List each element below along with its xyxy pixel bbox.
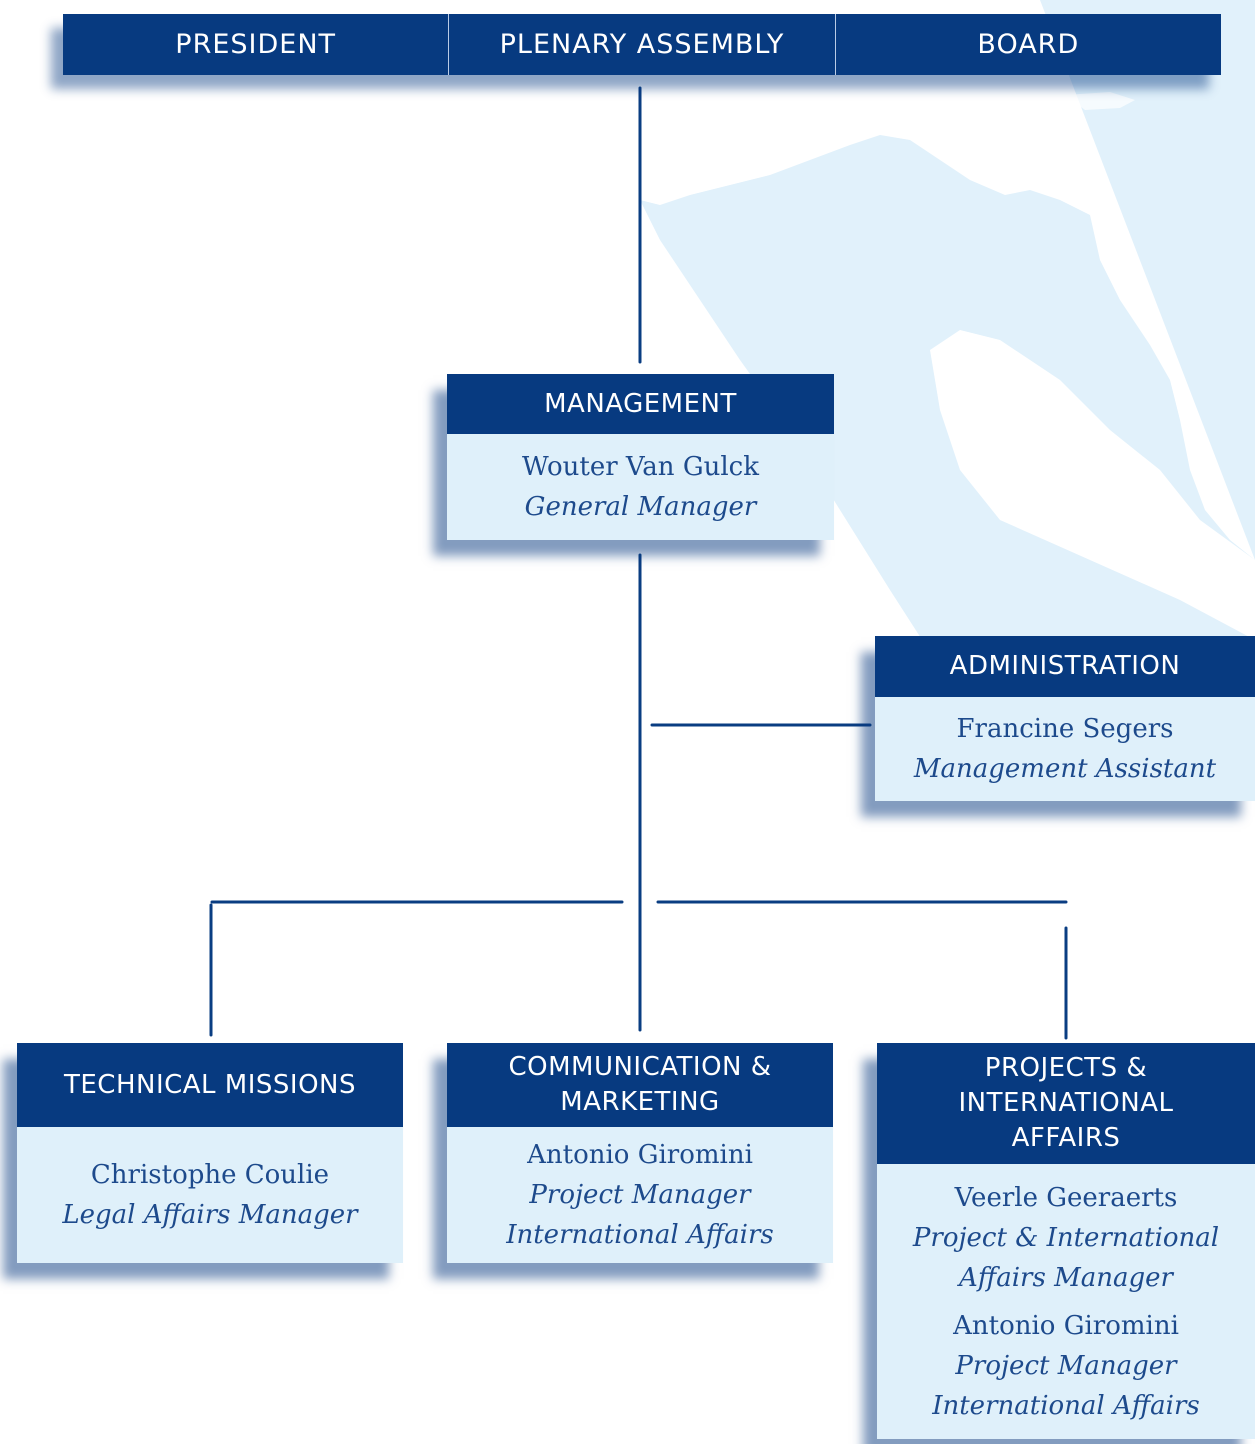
communication-marketing-box: COMMUNICATION & MARKETING Antonio Giromi… xyxy=(447,1043,833,1263)
technical-missions-box: TECHNICAL MISSIONS Christophe Coulie Leg… xyxy=(17,1043,403,1263)
projects-international-affairs-box: PROJECTS & INTERNATIONAL AFFAIRS Veerle … xyxy=(877,1043,1255,1439)
title-line: INTERNATIONAL xyxy=(958,1088,1174,1118)
title-line: MARKETING xyxy=(560,1087,720,1117)
person-role: General Manager xyxy=(524,492,757,522)
person-entry: Wouter Van Gulck General Manager xyxy=(522,447,759,527)
communication-marketing-title: COMMUNICATION & MARKETING xyxy=(447,1043,833,1127)
person-entry: Veerle Geeraerts Project & International… xyxy=(913,1178,1219,1298)
person-role-line: Affairs Manager xyxy=(959,1262,1173,1293)
administration-body: Francine Segers Management Assistant xyxy=(875,697,1255,801)
person-entry: Antonio Giromini Project Manager Interna… xyxy=(932,1306,1200,1426)
map-coast-detail xyxy=(1065,92,1135,110)
president-cell: PRESIDENT xyxy=(175,29,337,60)
person-name: Christophe Coulie xyxy=(90,1160,330,1190)
person-role: Management Assistant xyxy=(913,754,1217,784)
administration-title: ADMINISTRATION xyxy=(875,636,1255,697)
management-body: Wouter Van Gulck General Manager xyxy=(447,434,834,540)
board-cell: BOARD xyxy=(834,14,1221,75)
administration-title-text: ADMINISTRATION xyxy=(949,651,1181,681)
person-name: Antonio Giromini xyxy=(527,1140,753,1170)
management-box: MANAGEMENT Wouter Van Gulck General Mana… xyxy=(447,374,834,540)
person-role-line: Project Manager xyxy=(955,1350,1177,1381)
person-role-line: International Affairs xyxy=(506,1220,774,1250)
map-landmass xyxy=(640,0,1255,800)
title-line: AFFAIRS xyxy=(1011,1123,1121,1153)
communication-marketing-body: Antonio Giromini Project Manager Interna… xyxy=(447,1127,833,1263)
projects-international-affairs-body: Veerle Geeraerts Project & International… xyxy=(877,1164,1255,1439)
person-role-line: Project & International xyxy=(912,1222,1220,1253)
person-name: Antonio Giromini xyxy=(953,1310,1179,1341)
projects-international-affairs-title: PROJECTS & INTERNATIONAL AFFAIRS xyxy=(877,1043,1255,1164)
technical-missions-title: TECHNICAL MISSIONS xyxy=(17,1043,403,1127)
person-role: Legal Affairs Manager xyxy=(62,1200,358,1230)
management-title: MANAGEMENT xyxy=(447,374,834,434)
technical-missions-title-text: TECHNICAL MISSIONS xyxy=(63,1069,357,1100)
governance-bar: PRESIDENT PLENARY ASSEMBLY BOARD xyxy=(63,14,1221,75)
person-name: Francine Segers xyxy=(956,714,1174,744)
title-line: COMMUNICATION & xyxy=(508,1052,772,1082)
administration-box: ADMINISTRATION Francine Segers Managemen… xyxy=(875,636,1255,801)
technical-missions-body: Christophe Coulie Legal Affairs Manager xyxy=(17,1127,403,1263)
person-entry: Christophe Coulie Legal Affairs Manager xyxy=(62,1155,357,1235)
person-entry: Antonio Giromini Project Manager Interna… xyxy=(506,1135,774,1255)
management-title-text: MANAGEMENT xyxy=(544,388,737,419)
person-role-line: Project Manager xyxy=(529,1180,751,1210)
person-role-line: International Affairs xyxy=(932,1390,1200,1421)
person-entry: Francine Segers Management Assistant xyxy=(914,709,1216,789)
person-name: Veerle Geeraerts xyxy=(954,1182,1178,1213)
plenary-assembly-cell: PLENARY ASSEMBLY xyxy=(448,14,834,75)
title-line: PROJECTS & xyxy=(984,1053,1148,1083)
person-name: Wouter Van Gulck xyxy=(522,452,759,482)
